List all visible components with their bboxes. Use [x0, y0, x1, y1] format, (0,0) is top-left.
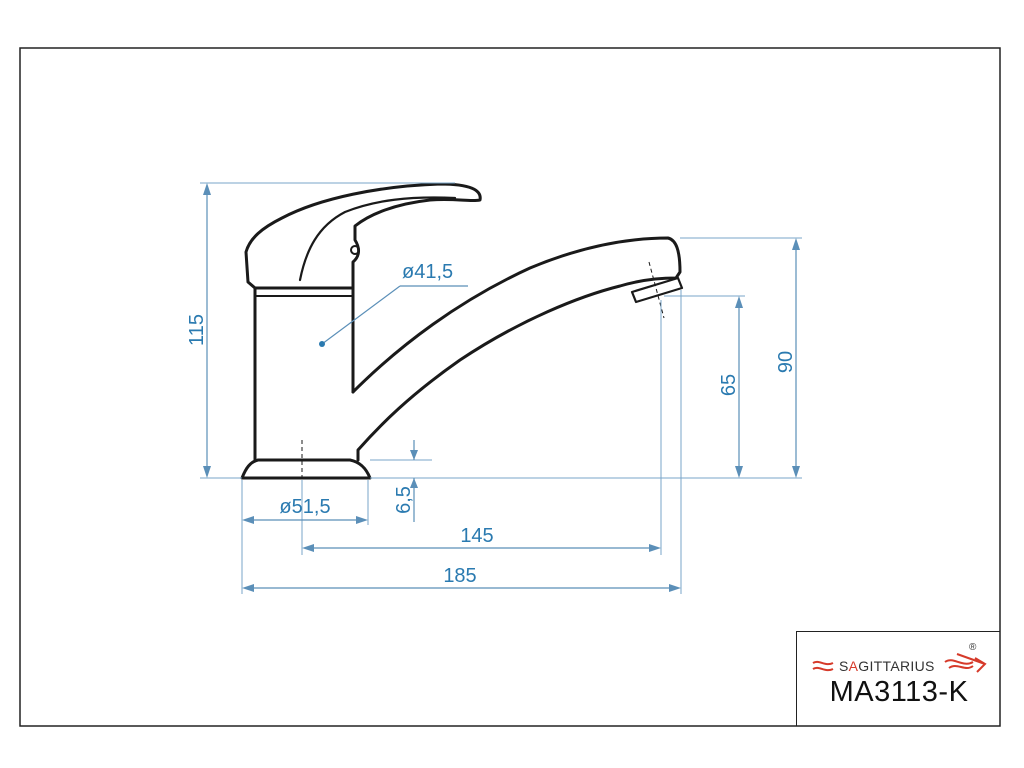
dim-outlet-height: 65	[718, 374, 740, 396]
dim-reach-axis: 145	[460, 525, 493, 547]
dim-body-diameter: ø41,5	[402, 261, 453, 283]
arrow-icon	[944, 653, 987, 673]
dim-base-diameter: ø51,5	[279, 496, 330, 518]
brand-logo: SAGITTARIUS ®	[797, 642, 1001, 674]
faucet-outline	[240, 182, 684, 480]
model-number: MA3113-K	[829, 676, 969, 708]
dim-spout-height: 90	[775, 351, 797, 373]
registered-mark: ®	[969, 642, 977, 653]
dim-overall-length: 185	[443, 565, 476, 587]
dimension-lines	[200, 182, 802, 594]
title-block: SAGITTARIUS ® MA3113-K	[796, 631, 1000, 726]
wave-icon	[812, 660, 834, 672]
dim-base-thickness: 6,5	[393, 486, 415, 514]
drawing-frame	[19, 47, 1001, 727]
dim-height-total: 115	[186, 314, 208, 346]
brand-name: SAGITTARIUS	[839, 658, 935, 674]
